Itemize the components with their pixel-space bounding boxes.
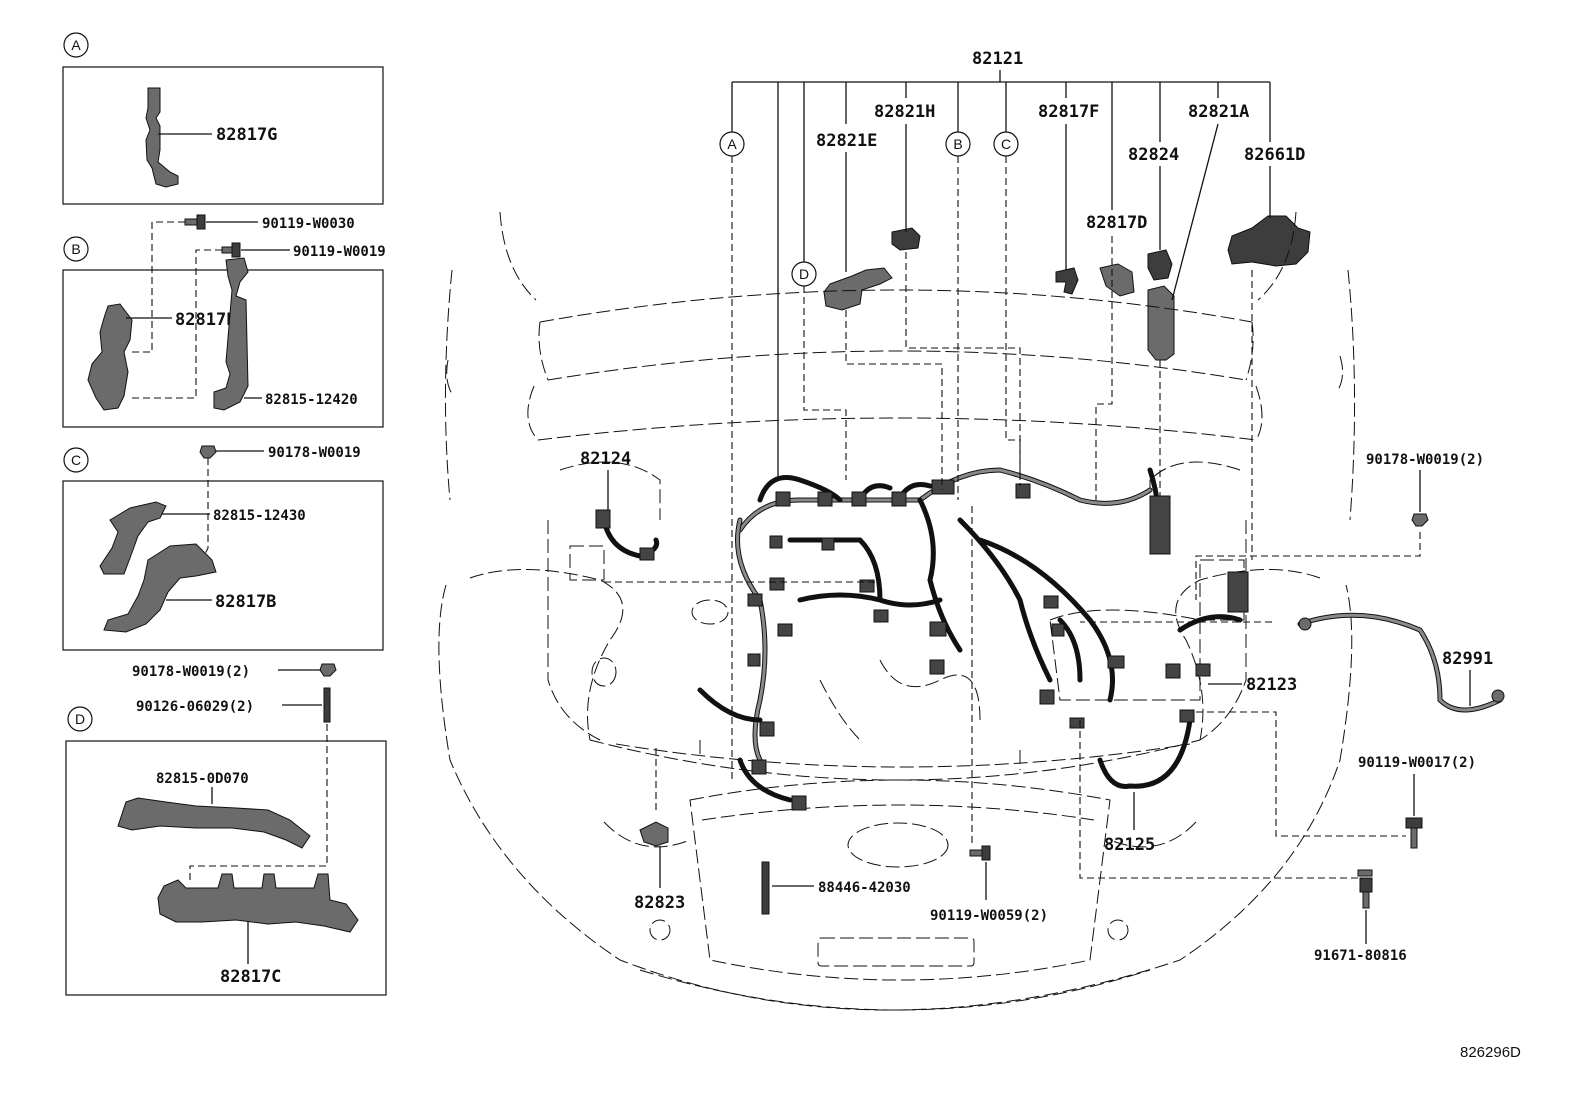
connector-82821a-icon <box>1147 285 1175 361</box>
label-90119-w0030: 90119-W0030 <box>262 216 355 232</box>
label-88446-42030: 88446-42030 <box>818 880 911 896</box>
part-82815-12430-shape <box>99 501 167 575</box>
label-82121: 82121 <box>972 49 1023 69</box>
nut-90178-w0019-2-icon <box>319 663 337 677</box>
label-82821e: 82821E <box>816 131 877 151</box>
label-91671-80816: 91671-80816 <box>1314 948 1407 964</box>
callout-d-circle <box>67 706 93 732</box>
drawing-number: 826296D <box>1460 1044 1521 1061</box>
relay-block-82661d-icon <box>1227 215 1311 267</box>
dash-d-stud <box>189 724 328 880</box>
harness-connectors <box>595 479 1249 811</box>
bolt-91671-80816-icon <box>1357 869 1373 909</box>
callout-b2-letter: B <box>953 136 962 152</box>
callout-a-letter: A <box>71 37 81 53</box>
label-82817g: 82817G <box>216 125 277 145</box>
harness-82121-bracket: 82121 <box>731 49 1271 480</box>
label-82817c: 82817C <box>220 967 281 987</box>
top-labels: 82821H 82821E 82817F 82821A 82824 82661D… <box>719 102 1305 287</box>
bolt-90119-w0019-icon <box>221 242 241 258</box>
connector-82817f-icon <box>1055 267 1079 295</box>
label-90178-w0019-2: 90178-W0019(2) <box>132 664 250 680</box>
dash-b-bolt1 <box>128 221 185 353</box>
stud-90126-06029-icon <box>323 687 331 723</box>
callout-c2-letter: C <box>1001 136 1011 152</box>
part-82815-0d070-shape <box>117 797 311 849</box>
panel-c-box <box>62 480 384 651</box>
bolt-90119-w0030-icon <box>184 214 206 230</box>
label-82817e: 82817E <box>175 310 236 330</box>
label-82817b: 82817B <box>215 592 276 612</box>
routing-dashes <box>604 156 1421 879</box>
callout-d-letter: D <box>75 711 85 727</box>
connector-82824-icon <box>1147 249 1173 281</box>
label-90119-w0017: 90119-W0017(2) <box>1358 755 1476 771</box>
label-82823: 82823 <box>634 893 685 913</box>
connector-82821e-icon <box>823 267 893 311</box>
connector-82817d-icon <box>1099 263 1135 297</box>
part-82817c-shape <box>157 873 359 933</box>
part-82817e-shape <box>87 303 133 411</box>
part-82815-12420-shape <box>213 257 249 411</box>
label-82124: 82124 <box>580 449 631 469</box>
fasteners-d: 90178-W0019(2) 90126-06029(2) <box>132 663 337 880</box>
dash-b-bolt2 <box>128 249 222 399</box>
panel-a-box <box>62 66 384 205</box>
panel-a: A 82817G <box>62 32 384 205</box>
label-90126-06029: 90126-06029(2) <box>136 699 254 715</box>
grommet-82823-icon <box>639 821 669 847</box>
top-connectors <box>823 123 1311 361</box>
nut-90178-w0019-icon <box>199 445 217 459</box>
panel-b-box <box>62 269 384 428</box>
label-82991: 82991 <box>1442 649 1493 669</box>
label-82821a: 82821A <box>1188 102 1249 122</box>
callout-c-letter: C <box>71 452 81 468</box>
nut-90178-w0019-r-icon <box>1411 513 1429 527</box>
callout-a2-letter: A <box>727 136 737 152</box>
part-82817g-shape <box>145 87 179 188</box>
vehicle-outline <box>438 211 1356 1011</box>
panel-d-box <box>65 740 387 996</box>
connector-82821h-icon <box>891 227 921 251</box>
label-90178-w0019: 90178-W0019 <box>268 445 361 461</box>
callout-b-circle <box>63 236 89 262</box>
label-82817f: 82817F <box>1038 102 1099 122</box>
label-82824: 82824 <box>1128 145 1179 165</box>
panel-b: B 90119-W0030 90119-W0019 82817E 82815-1… <box>62 214 386 428</box>
callout-a-circle <box>63 32 89 58</box>
label-82661d: 82661D <box>1244 145 1305 165</box>
bolt-90119-w0017-icon <box>1405 817 1423 849</box>
stud-88446-icon <box>761 861 770 915</box>
label-82815-12420: 82815-12420 <box>265 392 358 408</box>
callout-b-letter: B <box>71 241 80 257</box>
label-90178-w0019-r: 90178-W0019(2) <box>1366 452 1484 468</box>
label-90119-w0059: 90119-W0059(2) <box>930 908 1048 924</box>
callout-d2-letter: D <box>799 266 809 282</box>
label-90119-w0019: 90119-W0019 <box>293 244 386 260</box>
label-82815-12430: 82815-12430 <box>213 508 306 524</box>
label-82125: 82125 <box>1104 835 1155 855</box>
engine-labels: 82124 82123 82991 82125 82823 88446-4203… <box>580 449 1493 964</box>
label-82817d: 82817D <box>1086 213 1147 233</box>
panel-c: C 90178-W0019 82815-12430 82817B <box>62 445 384 651</box>
bolt-90119-w0059-icon <box>969 845 991 861</box>
dash-c-nut <box>201 458 209 561</box>
part-82817b-shape <box>103 543 217 633</box>
label-82821h: 82821H <box>874 102 935 122</box>
label-82815-0d070: 82815-0D070 <box>156 771 249 787</box>
callout-c-circle <box>63 447 89 473</box>
panel-d: D 82815-0D070 82817C <box>65 706 387 996</box>
label-82123: 82123 <box>1246 675 1297 695</box>
